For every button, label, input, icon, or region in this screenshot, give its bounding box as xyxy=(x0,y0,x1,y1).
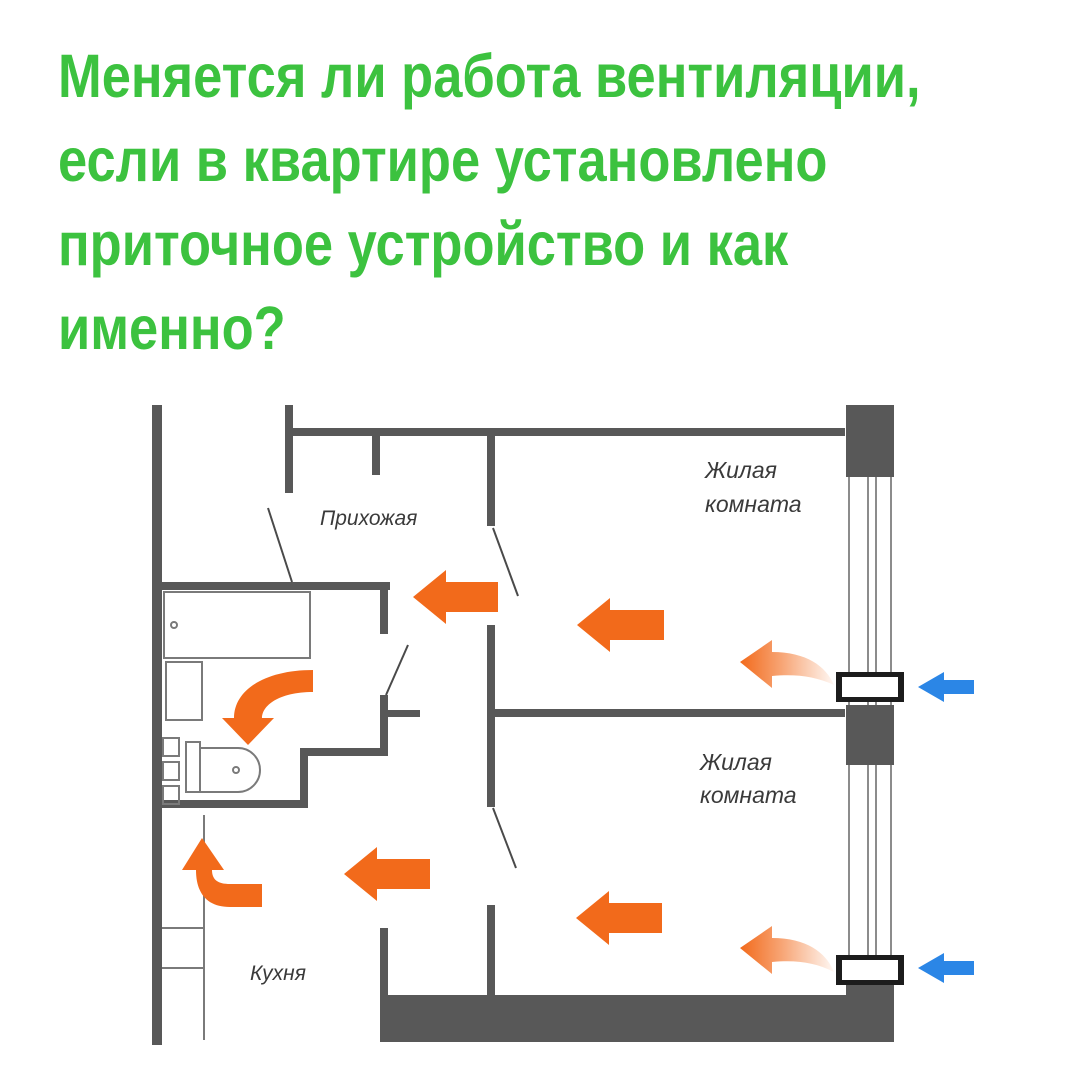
door-bathroom xyxy=(385,644,409,696)
kitchen-label: Кухня xyxy=(250,962,306,985)
kitchen-wall-stub xyxy=(380,928,388,1000)
bath-right-wall-mid xyxy=(380,695,388,755)
wall-pillar-middle xyxy=(846,705,894,765)
riser-box-2 xyxy=(162,761,180,781)
inflow-arrow-icon xyxy=(918,672,974,702)
door-swings xyxy=(267,507,519,869)
supply-valves xyxy=(836,672,904,985)
hall-right-wall-top xyxy=(487,428,495,526)
supply-valve-icon xyxy=(836,955,904,985)
airflow-arrows xyxy=(182,570,664,945)
airflow-arrow-icon xyxy=(577,598,664,652)
headline-line-4: именно? xyxy=(58,294,286,362)
headline-line-2: если в квартире установлено xyxy=(58,126,828,194)
bathtub-drain xyxy=(170,621,178,629)
hall-right-wall-bottom xyxy=(487,905,495,997)
curved-airflow-arrow-icon xyxy=(740,926,834,974)
window-top xyxy=(848,477,892,705)
toilet-bowl xyxy=(199,747,261,793)
bottom-wall xyxy=(380,995,846,1042)
bath-bottom-wall xyxy=(162,800,308,808)
window-bottom xyxy=(848,765,892,985)
airflow-arrow-icon xyxy=(413,570,498,624)
airflow-arrow-icon xyxy=(576,891,662,945)
room-divider-wall xyxy=(487,709,845,717)
door-entrance xyxy=(267,507,293,583)
walls xyxy=(152,405,894,1045)
living-room-bottom-label-line-1: Жилая xyxy=(699,749,772,775)
headline: Меняется ли работа вентиляции, если в кв… xyxy=(58,34,921,370)
curved-airflow-arrow-icon xyxy=(222,670,313,745)
top-wall xyxy=(285,428,845,436)
riser-box-3 xyxy=(162,785,180,805)
sink xyxy=(165,661,203,721)
faded-airflow-arrows xyxy=(740,640,834,974)
airflow-arrow-icon xyxy=(344,847,430,901)
headline-line-1: Меняется ли работа вентиляции, xyxy=(58,42,921,110)
bath-step-vertical xyxy=(300,748,308,808)
room-labels: Прихожая Жилая комната Жилая комната Кух… xyxy=(250,457,802,985)
bath-top-wall xyxy=(162,582,390,590)
bath-step-horizontal xyxy=(300,748,388,756)
bath-stub xyxy=(388,710,420,717)
hall-stub-wall xyxy=(372,428,380,475)
door-room-top xyxy=(492,527,519,597)
inflow-arrows xyxy=(918,672,974,983)
windows xyxy=(848,477,892,985)
supply-valve-icon xyxy=(836,672,904,702)
wall-pillar-bottom xyxy=(846,985,894,1042)
toilet-hole xyxy=(232,766,240,774)
riser-box-1 xyxy=(162,737,180,757)
living-room-bottom-label-line-2: комната xyxy=(700,782,797,808)
curved-airflow-arrow-icon xyxy=(182,838,262,907)
door-room-bottom xyxy=(492,807,517,869)
hallway-label: Прихожая xyxy=(320,507,417,530)
wall-pillar-top xyxy=(846,405,894,477)
entrance-wall xyxy=(285,405,293,493)
left-outer-wall xyxy=(152,405,162,1045)
inflow-arrow-icon xyxy=(918,953,974,983)
bath-right-wall-top xyxy=(380,582,388,634)
curved-airflow-arrow-icon xyxy=(740,640,834,688)
living-room-top-label-line-2: комната xyxy=(705,491,802,517)
headline-line-3: приточное устройство и как xyxy=(58,210,789,278)
toilet-tank xyxy=(185,741,201,793)
bathtub xyxy=(163,591,311,659)
living-room-top-label-line-1: Жилая xyxy=(704,457,777,483)
